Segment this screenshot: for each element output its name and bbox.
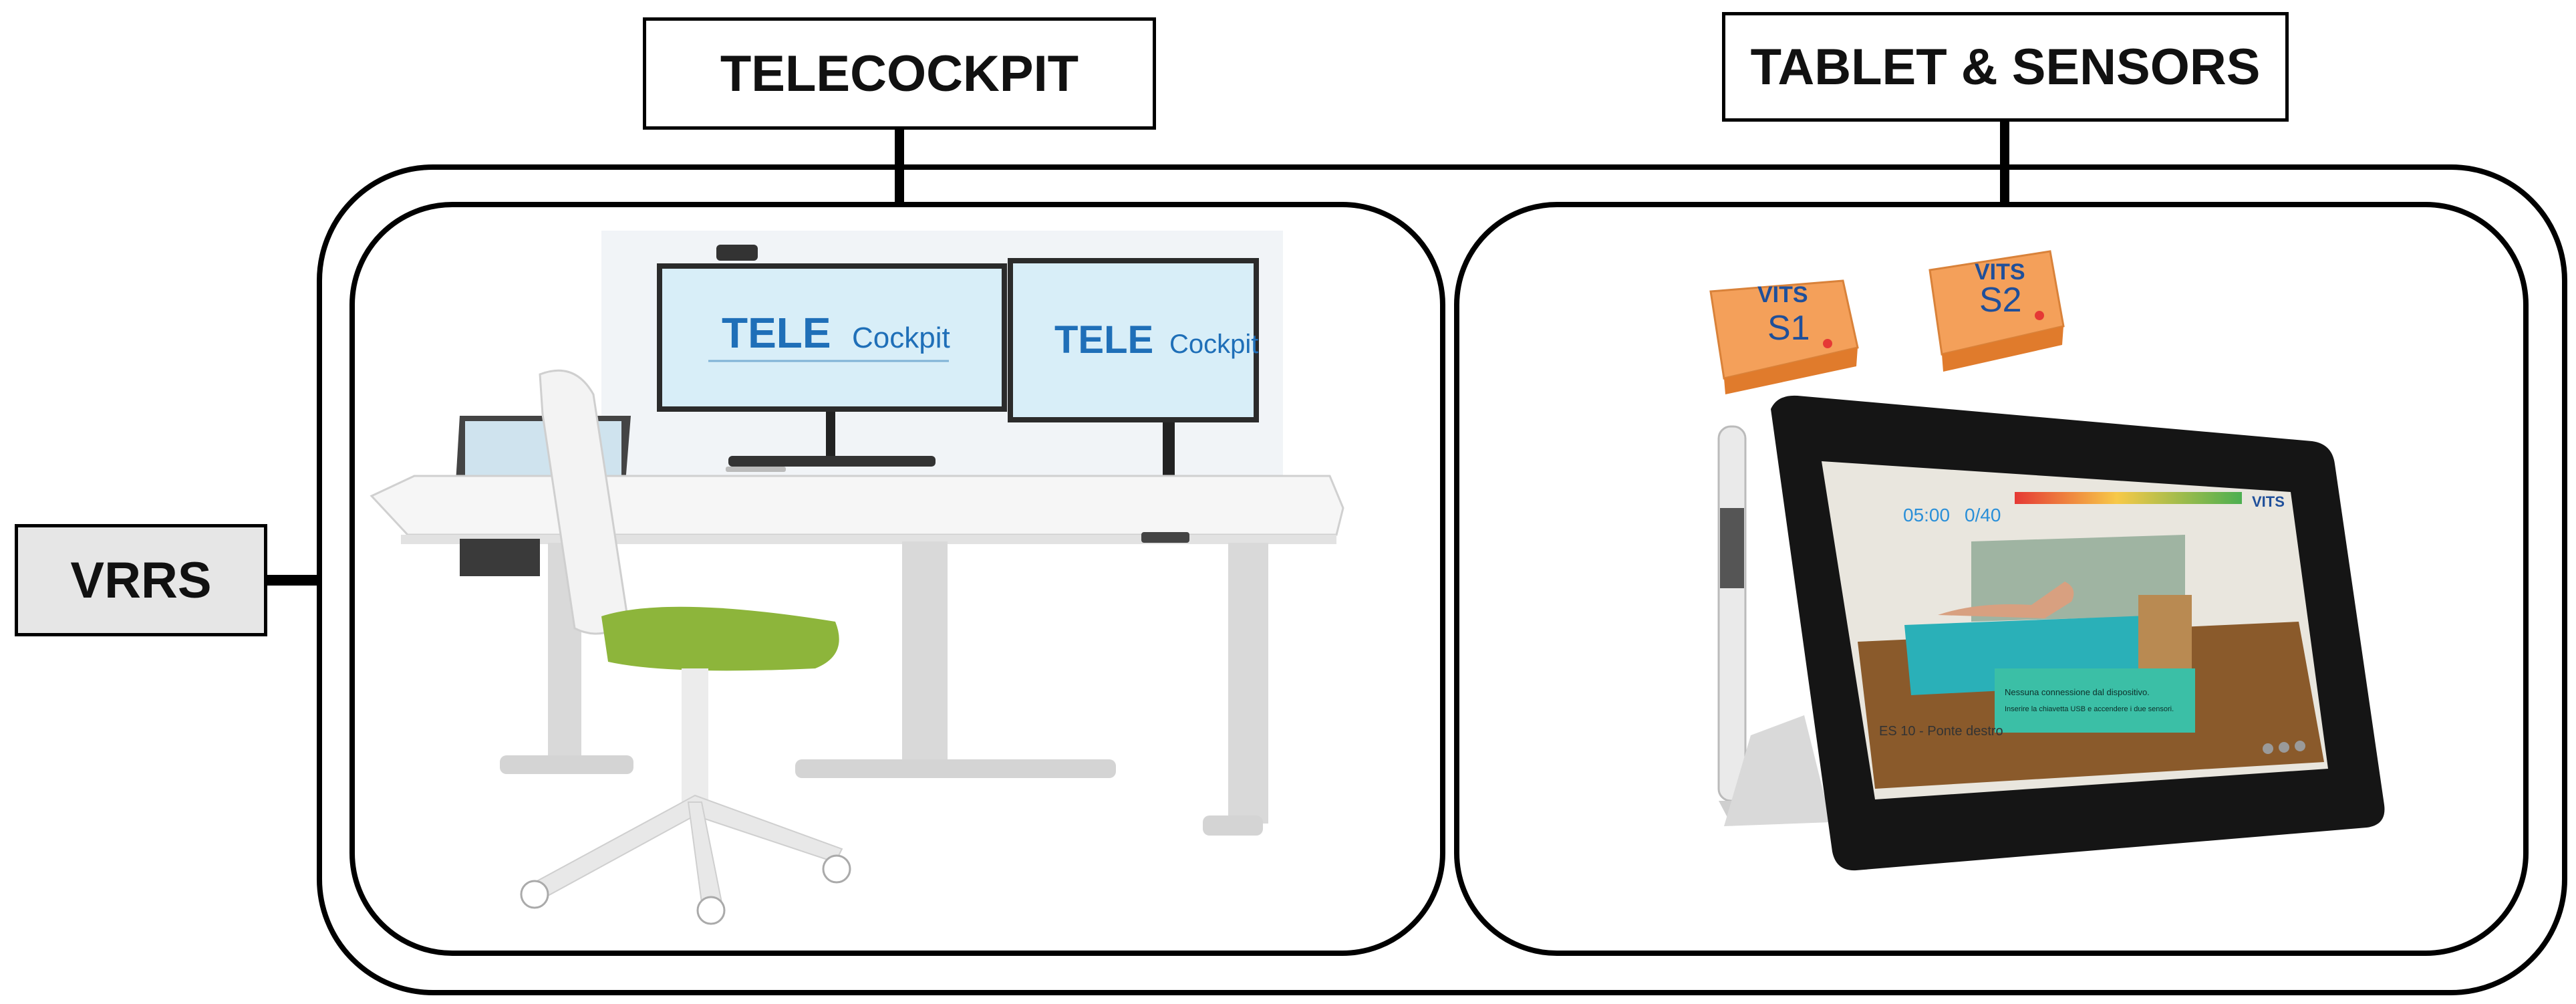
vrrs-label: VRRS bbox=[15, 524, 267, 636]
sensor-s1-brand: VITS bbox=[1757, 282, 1808, 307]
keyboard bbox=[726, 467, 786, 472]
tablet-dialog-line1: Nessuna connessione dal dispositivo. bbox=[2005, 687, 2150, 697]
tablet-dialog-line2: Inserire la chiavetta USB e accendere i … bbox=[2005, 705, 2174, 713]
sensor-s2: VITS S2 bbox=[1928, 250, 2065, 372]
telecockpit-illustration: TELE Cockpit TELE Cockpit bbox=[370, 231, 1344, 925]
desk-leg-center bbox=[902, 541, 948, 769]
tablet-timer: 05:00 bbox=[1903, 505, 1950, 525]
telecockpit-label: TELECOCKPIT bbox=[643, 17, 1156, 130]
monitor-left: TELE Cockpit bbox=[657, 263, 1007, 467]
tablet-counter: 0/40 bbox=[1965, 505, 2001, 525]
desk-top bbox=[370, 475, 1344, 536]
tablet-brand: VITS bbox=[2252, 493, 2285, 510]
desk-controller bbox=[1141, 532, 1189, 543]
tablet-sensors-illustration: VITS S1 VITS S2 bbox=[1709, 250, 2385, 871]
tablet-device: 05:00 0/40 VITS Nessuna connessione dal … bbox=[1771, 395, 2385, 871]
monitor-right-cockpit-text: Cockpit bbox=[1169, 330, 1258, 359]
tablet-sensors-label: TABLET & SENSORS bbox=[1722, 12, 2289, 122]
monitor-right: TELE Cockpit bbox=[1008, 258, 1259, 485]
webcam bbox=[716, 245, 758, 261]
tablet-kickstand bbox=[1724, 715, 1831, 826]
monitor-left-cockpit-text: Cockpit bbox=[852, 322, 950, 354]
stylus-pen bbox=[1717, 425, 1747, 826]
sensor-s2-brand: VITS bbox=[1975, 259, 2025, 285]
monitor-right-tele-text: TELE bbox=[1054, 318, 1153, 362]
pc-box bbox=[460, 539, 540, 576]
office-chair bbox=[520, 369, 851, 925]
tablet-dialog bbox=[1995, 668, 2195, 733]
chair-seat bbox=[601, 606, 839, 671]
sensor-s1: VITS S1 bbox=[1709, 279, 1859, 394]
monitor-left-tele-text: TELE bbox=[722, 309, 831, 357]
desk-leg-right bbox=[1228, 543, 1268, 824]
sensor-s1-label: S1 bbox=[1767, 309, 1810, 348]
tablet-exercise-label: ES 10 - Ponte destro bbox=[1879, 724, 2003, 739]
sensor-s2-label: S2 bbox=[1979, 281, 2022, 320]
